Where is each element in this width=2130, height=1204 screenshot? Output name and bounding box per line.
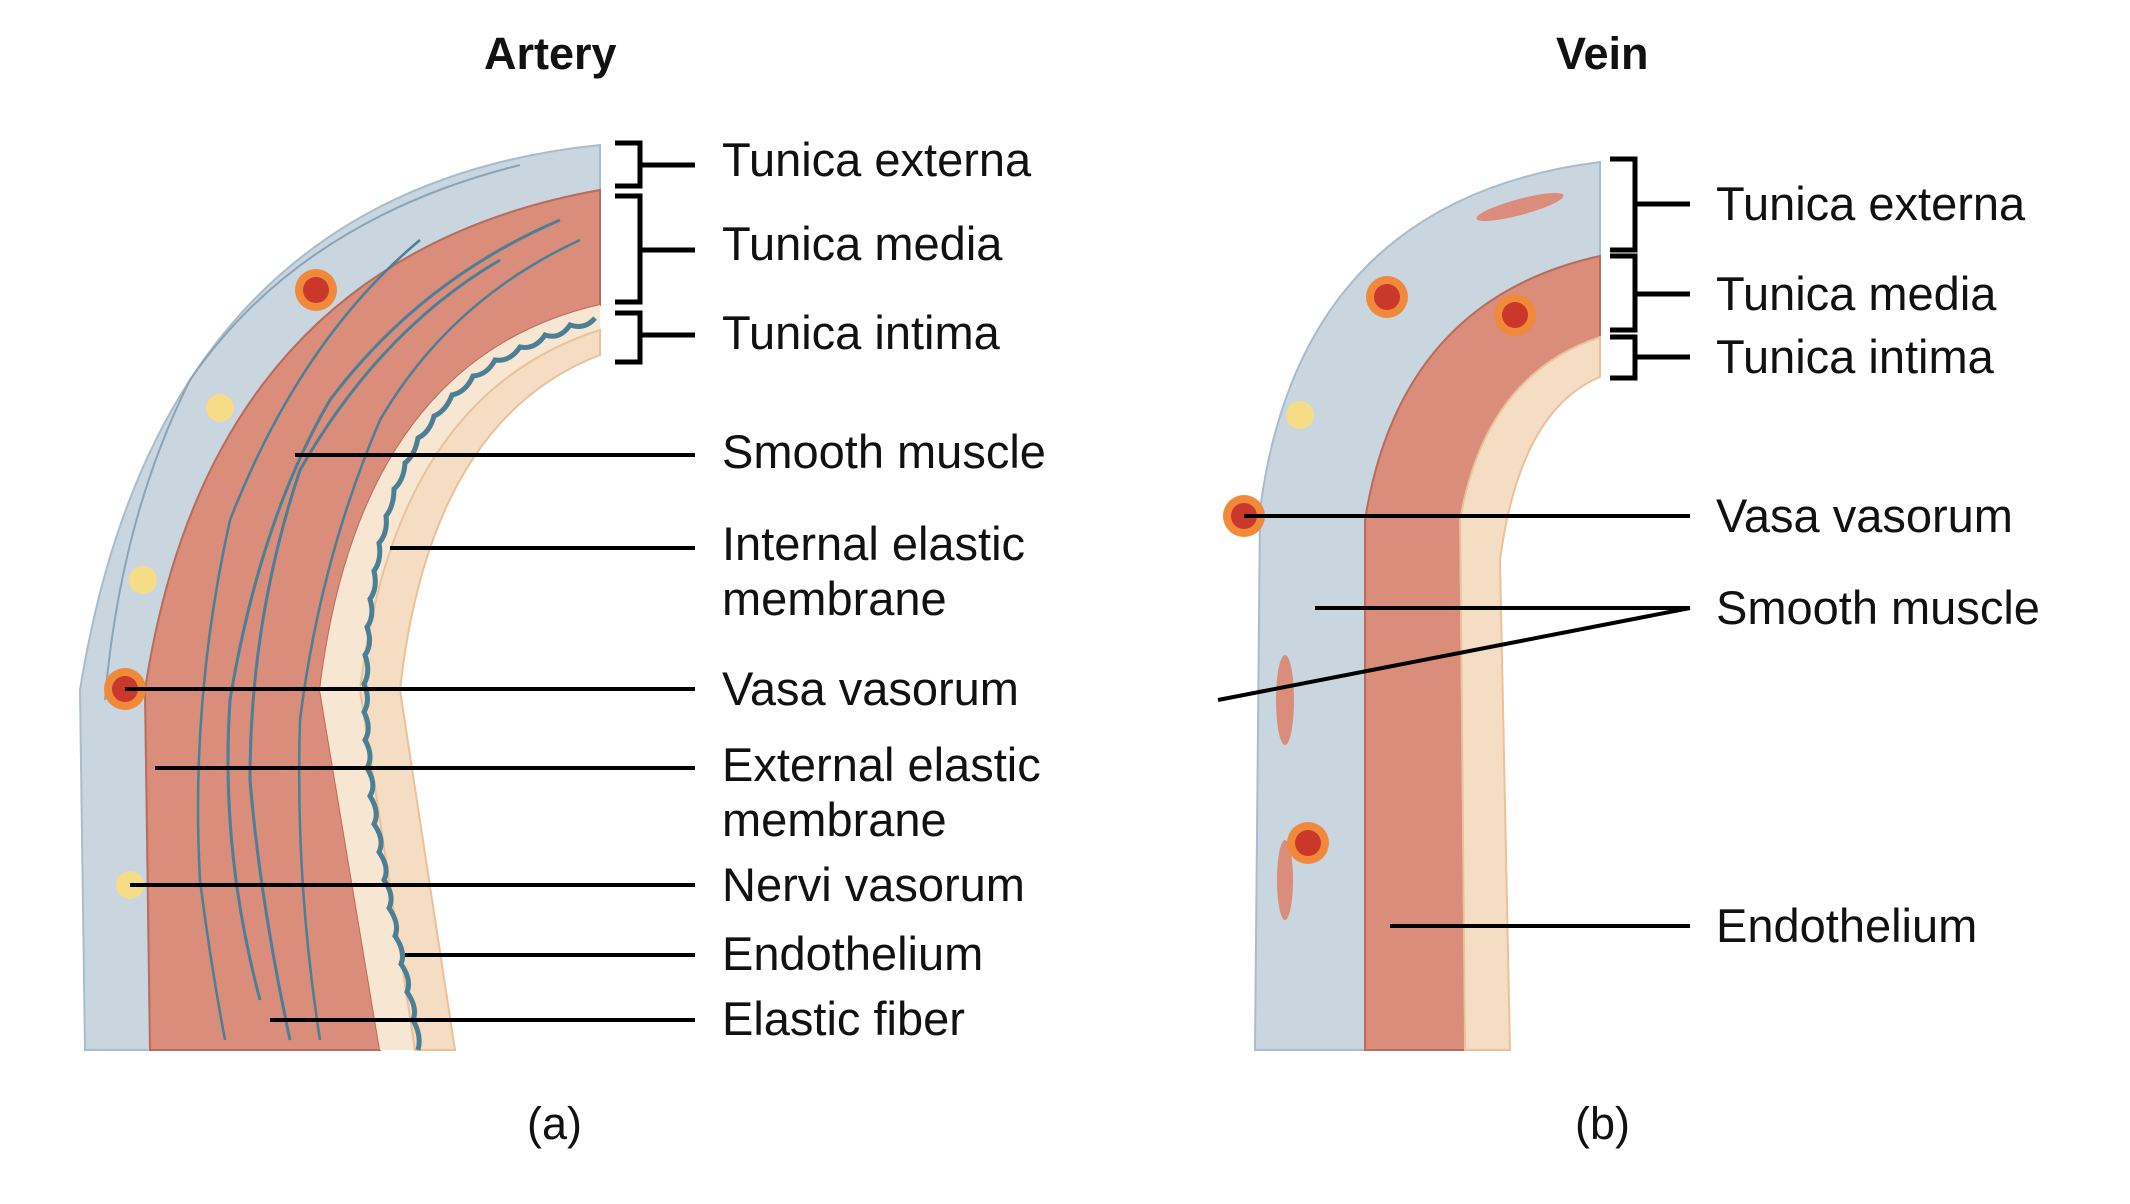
vein-bracket-externa: [1610, 156, 1690, 253]
artery-illustration: [78, 140, 695, 1051]
artery-label-external-elastic-2: membrane: [722, 793, 947, 846]
artery-bracket-media: [615, 193, 695, 305]
vein-illustration: [1217, 156, 1691, 1051]
artery-label-smooth-muscle: Smooth muscle: [722, 425, 1046, 478]
artery-externa-fiber: [104, 164, 521, 701]
vein-smooth-muscle-bundle-2: [1277, 840, 1293, 920]
artery-elastic-fiber-1: [226, 218, 561, 1001]
artery-bracket-externa: [615, 140, 695, 189]
artery-elastic-fiber-3: [297, 238, 581, 1041]
vein-label-tunica-intima: Tunica intima: [1716, 330, 1994, 383]
vein-smooth-muscle-bundle-3: [1476, 193, 1564, 221]
artery-label-vasa-vasorum: Vasa vasorum: [722, 662, 1019, 715]
artery-panel: Artery (a) Tunica externa Tunica media T…: [78, 28, 1046, 1149]
artery-label-tunica-intima: Tunica intima: [722, 306, 1000, 359]
vein-nerve-1: [1286, 401, 1314, 429]
vein-label-tunica-externa: Tunica externa: [1716, 177, 2026, 230]
vein-bracket-media: [1610, 253, 1690, 333]
vein-label-vasa-vasorum: Vasa vasorum: [1716, 489, 2013, 542]
vein-bracket-intima: [1610, 334, 1690, 381]
artery-label-tunica-media: Tunica media: [722, 217, 1003, 270]
artery-tunica-intima-layer: [358, 328, 601, 1051]
artery-label-internal-elastic-2: membrane: [722, 572, 947, 625]
vein-vessel-inner-4: [1295, 830, 1321, 856]
vein-vessel-inner-2: [1502, 302, 1528, 328]
vein-sublabel: (b): [1575, 1098, 1630, 1149]
vein-leader-smooth-muscle-2: [1217, 606, 1691, 702]
vein-label-smooth-muscle: Smooth muscle: [1716, 581, 2040, 634]
vein-panel: Vein (b) Tunica externa Tunica media Tun…: [1100, 0, 2130, 1204]
artery-elastic-fiber-4: [196, 239, 421, 1041]
vein-title: Vein: [1556, 28, 1649, 79]
artery-nerve-1: [206, 394, 234, 422]
artery-label-endothelium: Endothelium: [722, 927, 984, 980]
artery-title: Artery: [484, 28, 617, 79]
artery-vessel-inner-1: [303, 277, 329, 303]
artery-label-tunica-externa: Tunica externa: [722, 133, 1032, 186]
artery-elastic-fiber-2: [248, 258, 501, 1041]
artery-label-internal-elastic-1: Internal elastic: [722, 517, 1026, 570]
artery-label-nervi-vasorum: Nervi vasorum: [722, 858, 1025, 911]
vein-label-endothelium: Endothelium: [1716, 899, 1978, 952]
vein-smooth-muscle-bundle-1: [1276, 655, 1294, 745]
artery-nerve-2: [129, 566, 157, 594]
artery-label-external-elastic-1: External elastic: [722, 738, 1041, 791]
vein-vessel-inner-1: [1374, 284, 1400, 310]
vein-label-tunica-media: Tunica media: [1716, 267, 1997, 320]
artery-internal-elastic-layer: [320, 305, 600, 1050]
artery-bracket-intima: [615, 310, 695, 365]
artery-sublabel: (a): [527, 1098, 582, 1149]
artery-label-elastic-fiber: Elastic fiber: [722, 992, 965, 1045]
artery-internal-elastic-wave: [361, 316, 597, 1051]
